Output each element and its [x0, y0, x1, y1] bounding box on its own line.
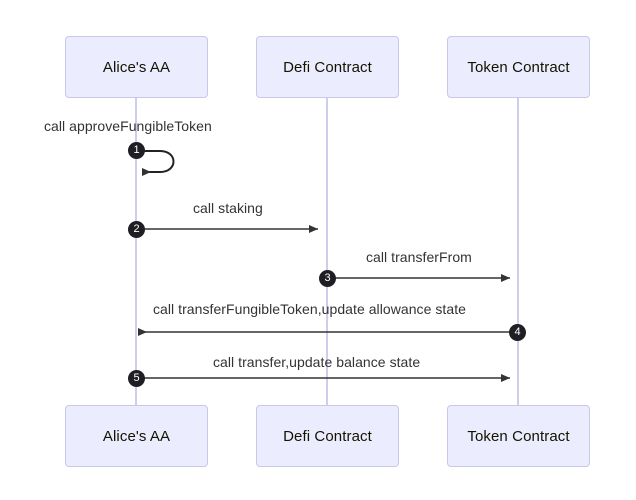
message-label-3: call transferFrom	[366, 249, 472, 265]
message-label-5: call transfer,update balance state	[213, 354, 421, 370]
sequence-marker-5: 5	[128, 370, 145, 387]
participant-box-token-top[interactable]: Token Contract	[447, 36, 590, 98]
lifeline-token	[517, 98, 519, 405]
message-arrow-5	[136, 374, 510, 382]
message-arrow-4	[138, 328, 511, 336]
participant-label-alice-top: Alice's AA	[102, 58, 171, 76]
sequence-marker-4: 4	[509, 324, 526, 341]
lifeline-defi	[326, 98, 328, 405]
sequence-marker-2: 2	[128, 221, 145, 238]
message-label-4: call transferFungibleToken,update allowa…	[153, 301, 466, 317]
participant-label-token-top: Token Contract	[467, 58, 570, 76]
message-label-2: call staking	[193, 200, 263, 216]
participant-box-alice-top[interactable]: Alice's AA	[65, 36, 208, 98]
participant-box-defi-bottom[interactable]: Defi Contract	[256, 405, 399, 467]
participant-box-alice-bottom[interactable]: Alice's AA	[65, 405, 208, 467]
participant-label-defi-top: Defi Contract	[283, 58, 372, 76]
participant-label-alice-bottom: Alice's AA	[102, 427, 171, 445]
participant-label-defi-bottom: Defi Contract	[283, 427, 372, 445]
participant-box-defi-top[interactable]: Defi Contract	[256, 36, 399, 98]
message-arrow-3	[327, 274, 510, 282]
participant-box-token-bottom[interactable]: Token Contract	[447, 405, 590, 467]
participant-label-token-bottom: Token Contract	[467, 427, 570, 445]
sequence-marker-1: 1	[128, 142, 145, 159]
message-arrow-2	[136, 225, 318, 233]
lifeline-alice	[135, 98, 137, 405]
message-label-1: call approveFungibleToken	[44, 118, 212, 134]
sequence-marker-3: 3	[319, 270, 336, 287]
